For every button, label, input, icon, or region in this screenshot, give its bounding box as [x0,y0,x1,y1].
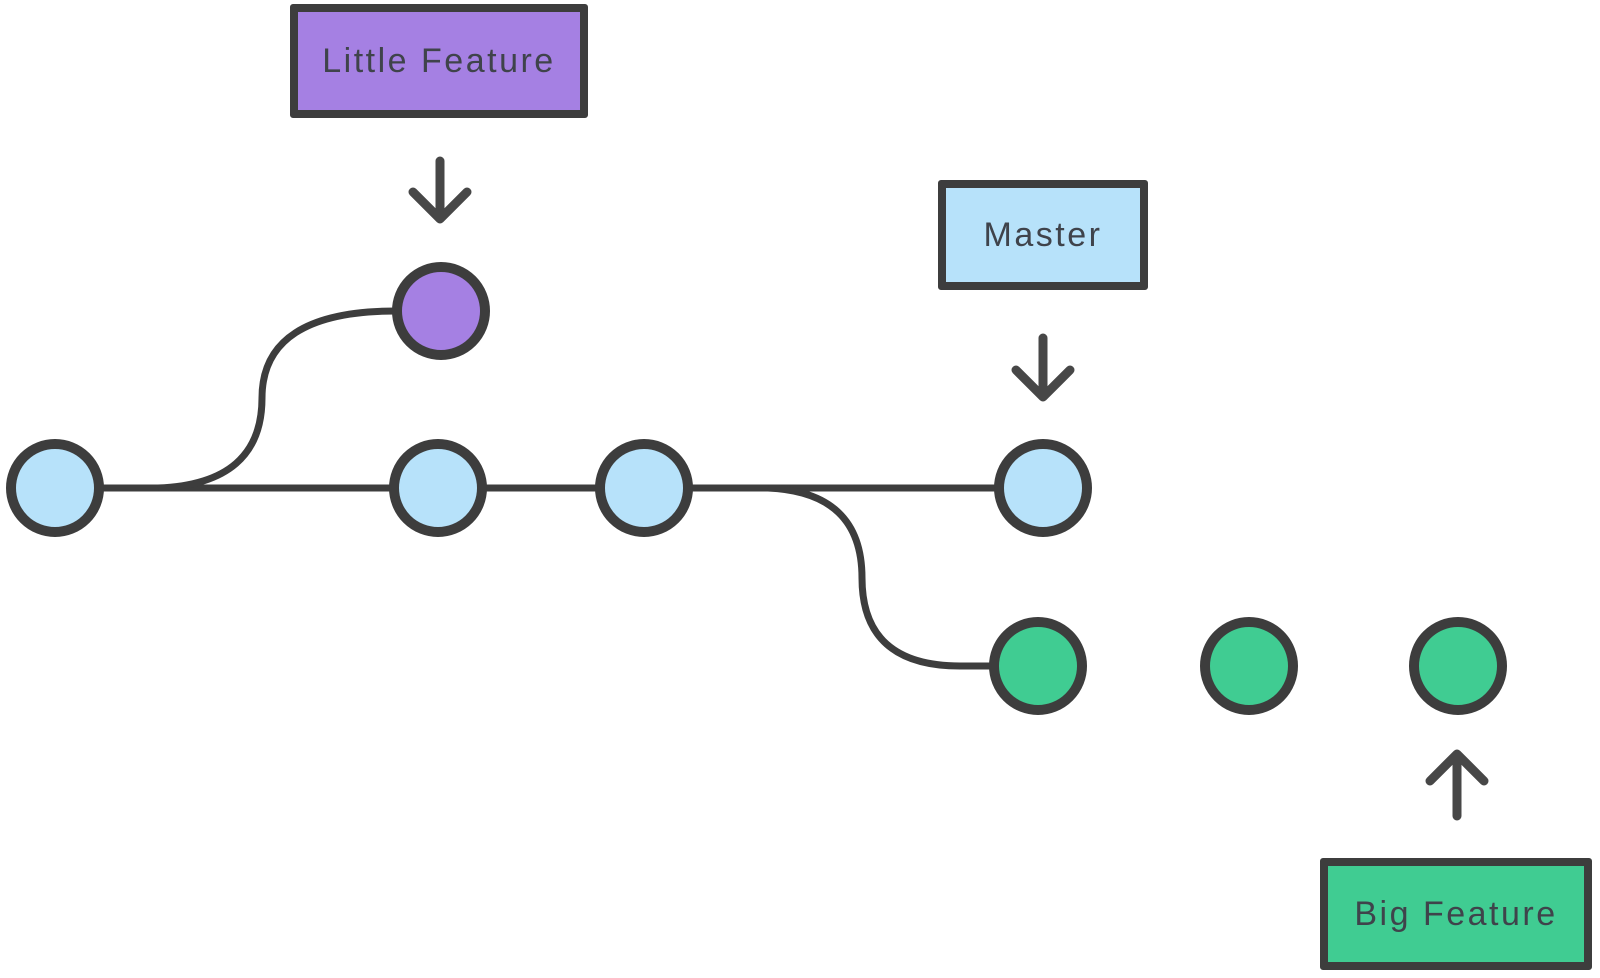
big-feature-label: Big Feature [1320,858,1592,970]
big-feature-label-text: Big Feature [1354,894,1558,933]
master-label-text: Master [983,215,1103,254]
big-feature-commit-2-node [1200,617,1298,715]
master-commit-2-node [389,439,487,537]
big-feature-branch-edge [767,484,995,670]
big-feature-commit-1-node [989,617,1087,715]
little-feature-label: Little Feature [290,4,588,118]
little-feature-branch-edge [157,307,397,492]
big-feature-arrow [1425,749,1489,821]
master-arrow [1011,333,1075,402]
master-label: Master [938,180,1148,290]
master-commit-4-node [994,439,1092,537]
master-commit-1-node [6,439,104,537]
big-feature-commit-3-node [1409,617,1507,715]
little-feature-commit-node [392,262,490,360]
little-feature-label-text: Little Feature [322,41,556,80]
master-commit-3-node [595,439,693,537]
little-feature-arrow [408,156,472,224]
